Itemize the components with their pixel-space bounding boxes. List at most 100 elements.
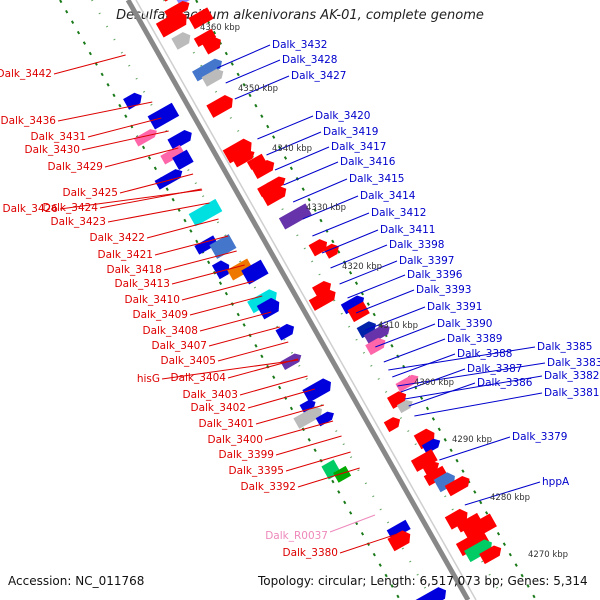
gene-feature[interactable] (363, 322, 393, 345)
gene-feature[interactable] (395, 372, 420, 393)
gene-label[interactable]: Dalk_3388 (457, 348, 513, 360)
gene-label[interactable]: Dalk_3410 (125, 294, 181, 306)
gene-label[interactable]: Dalk_3425 (63, 187, 119, 199)
gene-feature[interactable] (188, 7, 214, 30)
gene-label[interactable]: Dalk_3395 (229, 465, 285, 477)
gene-label[interactable]: Dalk_3404 (171, 372, 227, 384)
gene-label[interactable]: Dalk_3405 (161, 355, 217, 367)
gene-feature[interactable] (247, 287, 280, 314)
gene-feature[interactable] (433, 470, 459, 493)
gene-feature[interactable] (193, 28, 217, 48)
gene-label[interactable]: Dalk_3420 (315, 110, 371, 122)
gene-label[interactable]: Dalk_3423 (51, 216, 107, 228)
gene-feature[interactable] (160, 144, 185, 165)
gene-feature[interactable] (172, 149, 194, 171)
gene-label[interactable]: hppA (542, 476, 570, 488)
gene-feature[interactable] (227, 258, 254, 281)
gene-feature[interactable] (167, 128, 194, 151)
gene-label[interactable]: Dalk_3383 (547, 357, 600, 369)
gene-feature[interactable] (333, 465, 352, 483)
gene-feature[interactable] (386, 389, 409, 409)
gene-feature[interactable] (383, 415, 403, 433)
gene-feature[interactable] (232, 148, 256, 168)
gene-feature[interactable] (280, 351, 303, 370)
gene-label[interactable]: Dalk_3424 (43, 202, 99, 214)
gene-feature[interactable] (147, 102, 180, 130)
gene-label[interactable]: Dalk_3413 (115, 278, 171, 290)
gene-feature[interactable] (201, 34, 224, 55)
gene-feature[interactable] (423, 465, 448, 487)
gene-feature[interactable] (386, 519, 411, 540)
gene-feature[interactable] (444, 473, 473, 497)
gene-feature[interactable] (315, 409, 337, 427)
gene-label[interactable]: hisG (137, 373, 160, 385)
gene-feature[interactable] (209, 234, 237, 259)
gene-feature[interactable] (455, 529, 490, 557)
gene-label[interactable]: Dalk_3387 (467, 363, 523, 375)
gene-feature[interactable] (222, 136, 256, 164)
gene-label[interactable]: Dalk_3432 (272, 39, 328, 51)
rna-gene-label[interactable]: Dalk_R0037 (265, 530, 328, 542)
gene-feature[interactable] (241, 259, 269, 285)
gene-label[interactable]: Dalk_3426 (3, 203, 59, 215)
gene-feature[interactable] (462, 513, 497, 542)
gene-label[interactable]: Dalk_3428 (282, 54, 338, 66)
gene-feature[interactable] (261, 183, 290, 207)
gene-label[interactable]: Dalk_3418 (107, 264, 163, 276)
gene-feature[interactable] (464, 537, 495, 563)
gene-feature[interactable] (387, 528, 413, 552)
gene-feature[interactable] (275, 321, 296, 341)
gene-label[interactable]: Dalk_3416 (340, 156, 396, 168)
gene-feature[interactable] (415, 585, 449, 600)
gene-label[interactable]: Dalk_3422 (90, 232, 146, 244)
gene-feature[interactable] (155, 9, 191, 38)
gene-label[interactable]: Dalk_3398 (389, 239, 445, 251)
gene-feature[interactable] (479, 543, 504, 565)
gene-feature[interactable] (293, 404, 325, 429)
gene-label[interactable]: Dalk_3379 (512, 431, 568, 443)
gene-feature[interactable] (171, 30, 193, 50)
gene-label[interactable]: Dalk_3414 (360, 190, 416, 202)
gene-label[interactable]: Dalk_3419 (323, 126, 379, 138)
gene-feature[interactable] (211, 258, 233, 280)
gene-label[interactable]: Dalk_3400 (208, 434, 264, 446)
gene-label[interactable]: Dalk_3386 (477, 377, 533, 389)
gene-feature[interactable] (123, 90, 145, 110)
gene-label[interactable]: Dalk_3415 (349, 173, 405, 185)
gene-feature[interactable] (278, 203, 312, 230)
gene-label[interactable]: Dalk_3393 (416, 284, 472, 296)
gene-label[interactable]: Dalk_3436 (1, 115, 57, 127)
gene-label[interactable]: Dalk_3392 (241, 481, 297, 493)
gene-feature[interactable] (302, 376, 334, 403)
gene-feature[interactable] (133, 127, 159, 147)
gene-label[interactable]: Dalk_3409 (133, 309, 189, 321)
gene-feature[interactable] (246, 153, 267, 170)
gene-feature[interactable] (312, 279, 334, 298)
gene-label[interactable]: Dalk_3399 (219, 449, 275, 461)
gene-label[interactable]: Dalk_3390 (437, 318, 493, 330)
gene-label[interactable]: Dalk_3380 (283, 547, 339, 559)
gene-feature[interactable] (340, 293, 367, 315)
gene-feature[interactable] (257, 174, 288, 198)
gene-label[interactable]: Dalk_3408 (143, 325, 199, 337)
gene-feature[interactable] (410, 449, 438, 472)
gene-feature[interactable] (396, 398, 415, 414)
gene-feature[interactable] (201, 66, 226, 87)
gene-label[interactable]: Dalk_3417 (331, 141, 387, 153)
gene-feature[interactable] (206, 93, 236, 118)
gene-feature[interactable] (154, 167, 185, 190)
gene-label[interactable]: Dalk_3442 (0, 68, 52, 80)
gene-label[interactable]: Dalk_3407 (152, 340, 208, 352)
gene-feature[interactable] (421, 436, 443, 454)
gene-label[interactable]: Dalk_3403 (183, 389, 239, 401)
gene-label[interactable]: Dalk_3391 (427, 301, 483, 313)
gene-label[interactable]: Dalk_3402 (191, 402, 247, 414)
gene-label[interactable]: Dalk_3401 (199, 418, 255, 430)
gene-feature[interactable] (188, 198, 223, 227)
gene-label[interactable]: Dalk_3382 (544, 370, 600, 382)
gene-label[interactable]: Dalk_3411 (380, 224, 436, 236)
gene-label[interactable]: Dalk_3431 (31, 131, 87, 143)
gene-feature[interactable] (422, 459, 441, 476)
gene-feature[interactable] (308, 237, 331, 257)
gene-feature[interactable] (192, 56, 225, 82)
